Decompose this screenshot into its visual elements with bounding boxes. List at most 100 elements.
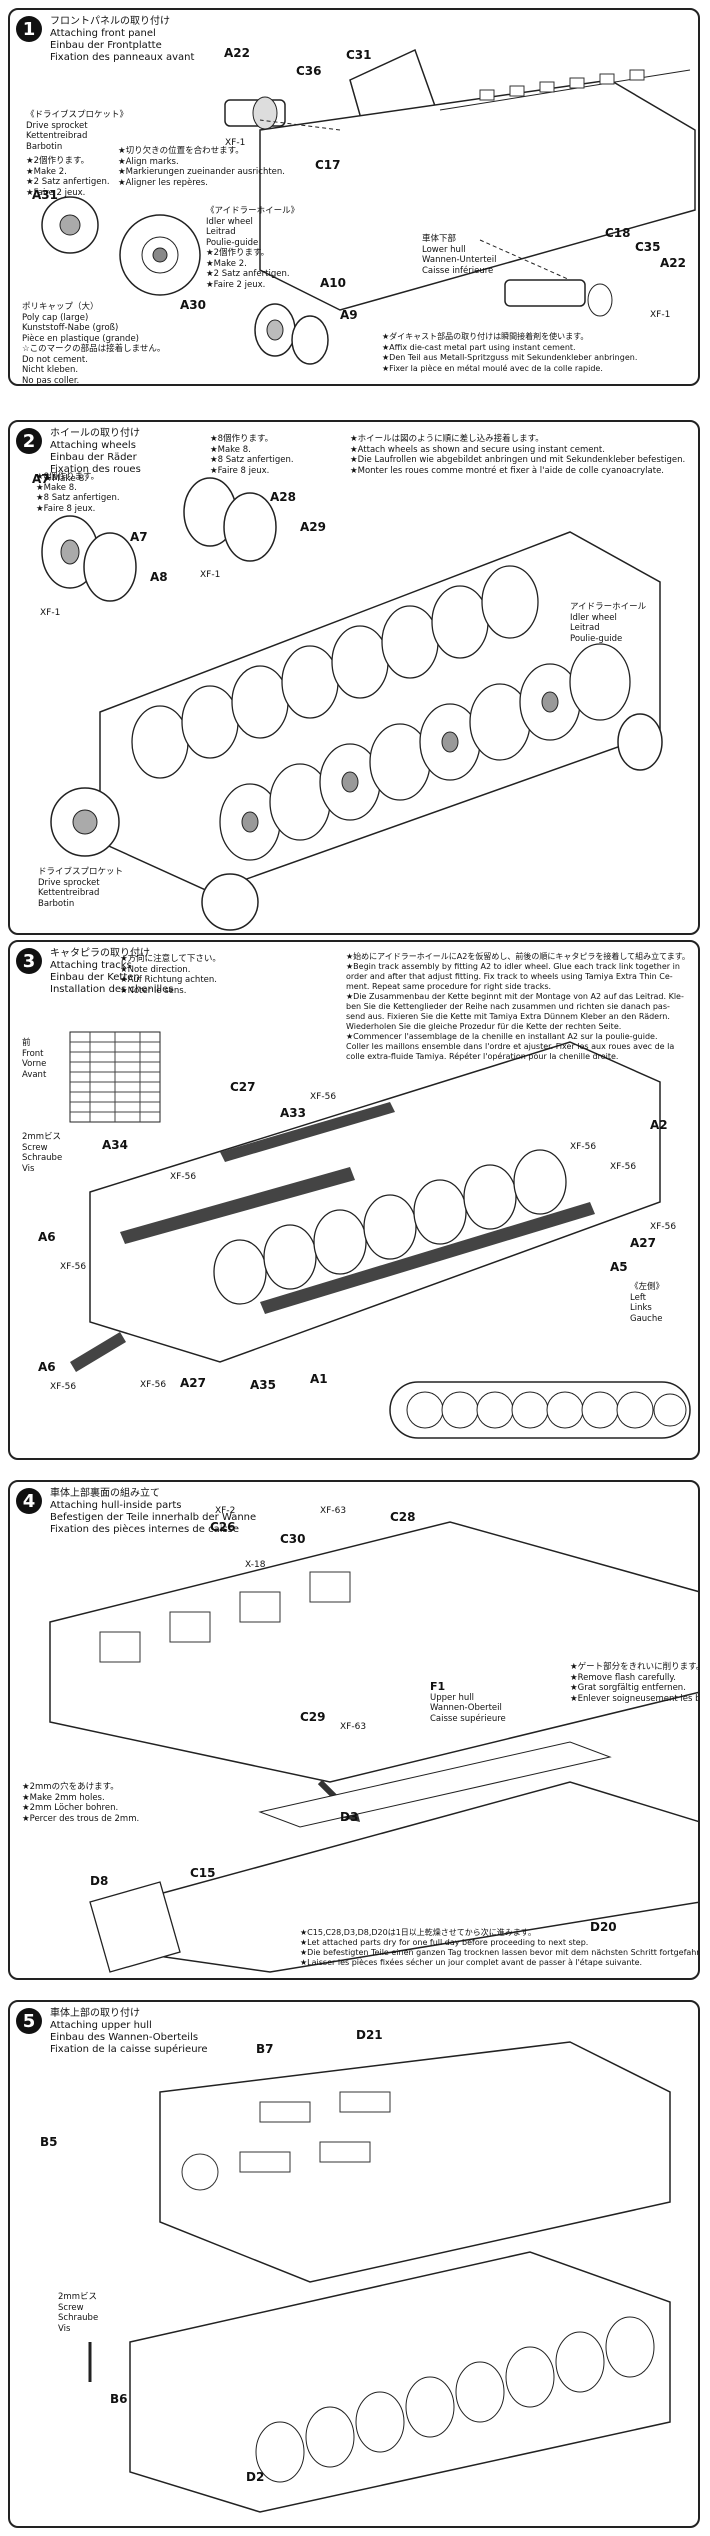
part-label: C17 [315,158,341,172]
paint-code: XF-63 [340,1722,367,1732]
part-label: B5 [40,2135,58,2149]
part-label: D3 [340,1810,359,1824]
part-label: C28 [390,1510,416,1524]
part-label: A1 [310,1372,328,1386]
flash-note: ★ゲート部分をきれいに削ります。★Remove flash carefully.… [570,1662,700,1704]
step-5-drawing [88,2041,671,2513]
paint-code: XF-56 [170,1172,197,1182]
sprocket-note: 《ドライブスプロケット》Drive sprocket Kettentreibra… [26,110,129,152]
part-label: C29 [300,1710,326,1724]
step-2-drawing [41,477,663,931]
part-label: B7 [256,2042,274,2056]
part-label: A8 [150,570,168,584]
paint-code: XF-1 [650,310,671,320]
paint-code: XF-56 [60,1262,87,1272]
upper-hull-part [49,1521,698,1783]
part-label: A22 [224,46,250,60]
b-make-note: ★8個作ります。★Make 8. ★8 Satz anfertigen.★Fai… [210,434,294,476]
paint-code: XF-56 [140,1380,167,1390]
part-label: A2 [650,1118,668,1132]
paint-code: XF-56 [310,1092,337,1102]
step-number: 2 [16,428,42,454]
part-label: A34 [102,1138,128,1152]
part-label: C27 [230,1080,256,1094]
step-1-drawing [41,48,696,365]
part-label: D20 [590,1920,617,1934]
make-2-note: ★2個作ります。★Make 2. ★2 Satz anfertigen.★Fai… [26,156,110,198]
title-en: Attaching front panel [50,28,156,39]
part-label: A27 [180,1376,206,1390]
part-label: C15 [190,1866,216,1880]
step-title: フロントパネルの取り付け Attaching front panel Einba… [50,16,194,64]
part-label: A27 [630,1236,656,1250]
a-make-note: ★Make 8. [44,474,88,484]
part-label: A6 [38,1360,56,1374]
step-1-panel: 1 フロントパネルの取り付け Attaching front panel Ein… [8,8,700,386]
polycap-note: ポリキャップ（大）Poly cap (large) Kunststoff-Nab… [22,302,139,344]
step-3-drawing [69,1031,691,1439]
paint-code: XF-2 [215,1506,236,1516]
step-4-drawing [49,1521,698,1973]
track-instruction: ★始めにアイドラーホイールにA2を仮留めし、前後の順にキャタピラを接着して組み立… [346,952,690,1061]
part-label: D8 [90,1874,109,1888]
part-label: D2 [246,2470,265,2484]
road-wheels-drawing [131,565,631,861]
part-label: C31 [346,48,372,62]
step-number: 5 [16,2008,42,2034]
a-make-note-full: ★8個作ります。★Make 8. ★8 Satz anfertigen.★Fai… [36,472,120,514]
part-label: A10 [320,276,346,290]
direction-note: ★方向に注意して下さい。★Note direction. ★Auf Richtu… [120,954,221,996]
part-label: A5 [610,1260,628,1274]
step-number: 3 [16,948,42,974]
title-jp: フロントパネルの取り付け [50,16,170,27]
do-not-cement-note: ☆このマークの部品は接着しません。Do not cement. Nicht kl… [22,344,166,386]
part-label: C35 [635,240,661,254]
paint-code: XF-63 [320,1506,347,1516]
drive-sprocket-drawing [41,196,201,296]
part-label: A22 [660,256,686,270]
idler-wheel-drawing [254,303,329,365]
part-label: C36 [296,64,322,78]
part-label: C30 [280,1532,306,1546]
title-fr: Fixation des panneaux avant [50,52,195,63]
part-label: D21 [356,2028,383,2042]
part-label: A7 [32,472,50,486]
part-label: B6 [110,2392,128,2406]
part-label: A7 [130,530,148,544]
paint-code: XF-1 [40,608,61,618]
part-label: A30 [180,298,206,312]
paint-code: XF-56 [570,1142,597,1152]
title-de: Einbau der Frontplatte [50,40,162,51]
part-label: A9 [340,308,358,322]
paint-code: XF-56 [650,1222,677,1232]
paint-code: XF-1 [225,138,246,148]
step-number: 4 [16,1488,42,1514]
align-note: ★切り欠きの位置を合わせます。★Align marks. ★Markierung… [118,146,285,188]
part-label: C18 [605,226,631,240]
part-label: A29 [300,520,326,534]
dry-note: ★C15,C28,D3,D8,D20は1日以上乾燥させてから次に進みます。★Le… [300,1928,700,1967]
part-label: A33 [280,1106,306,1120]
step-number: 1 [16,16,42,42]
holes-note: ★2mmの穴をあけます。★Make 2mm holes. ★2mm Löcher… [22,1782,140,1824]
part-label: A28 [270,490,296,504]
paint-code: XF-1 [200,570,221,580]
paint-code: XF-56 [50,1382,77,1392]
